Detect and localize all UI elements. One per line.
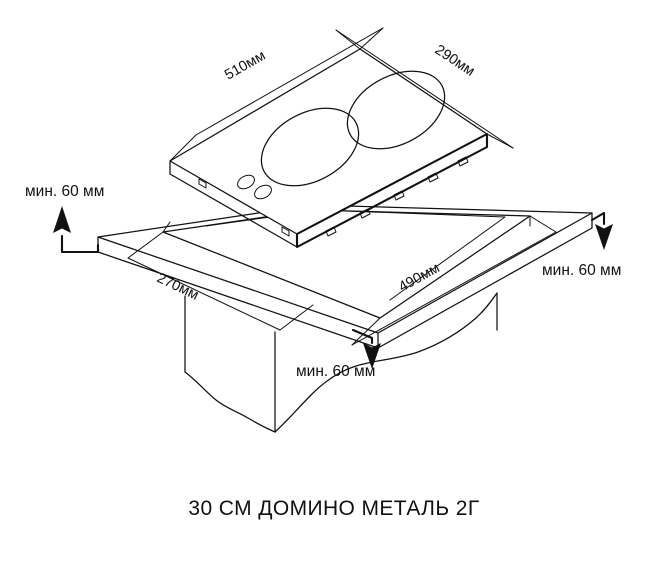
burner-front-left [260,107,360,187]
burner-rear-right [346,70,446,150]
dim-ext-510-start [169,134,197,162]
cabinet-break-line-left [184,371,276,433]
clearance-front-arrowhead [363,343,381,369]
dim-line-290 [335,29,514,149]
cabinet-break-line-right [274,292,498,433]
countertop-slab [97,196,593,349]
dim-line-510 [195,27,384,136]
clearance-callout-left: мин. 60 мм [25,183,104,254]
cutout-inner-ledge [205,209,506,301]
dim-ext-290-end [486,133,514,149]
cooktop-left-clips [198,178,290,237]
control-knob-1[interactable] [235,172,257,191]
clearance-left-arrowhead [53,206,71,233]
cutout-rim-tick-left [162,221,171,233]
dim-ext-490-end [529,215,557,233]
cabinet-carcass [184,292,498,433]
dimension-label-290: 290мм [432,42,478,80]
clearance-left-leader [60,234,100,254]
clearance-right-leader [590,211,606,226]
dim-line-270 [127,257,281,331]
dim-line-490 [351,231,557,346]
clearance-left-label: мин. 60 мм [25,183,104,200]
clearance-front-leader [351,328,374,345]
dimension-label-270: 270мм [154,270,201,303]
dim-ext-510-end [359,27,384,50]
dimension-lines-cooktop [169,27,514,162]
dimension-lines-cutout [127,215,557,346]
dimension-label-510: 510мм [222,48,268,84]
clearance-callout-front: мин. 60 мм [296,328,381,380]
diagram-caption: 30 СМ ДОМИНО МЕТАЛЬ 2Г [188,497,479,520]
cooktop-top-surface [169,48,488,235]
countertop-front-right-thickness [377,212,593,349]
clearance-callout-right: мин. 60 мм [542,211,621,279]
dim-ext-490-start [351,317,381,346]
cooktop-mounting-clips [325,156,469,237]
clearance-front-label: мин. 60 мм [296,363,375,380]
control-knob-2[interactable] [252,182,274,201]
clearance-right-label: мин. 60 мм [542,262,621,279]
dim-ext-270-end [279,304,314,331]
clearance-right-arrowhead [595,224,613,250]
dim-ext-290-start [335,29,361,50]
dim-ext-270-start [127,231,164,259]
